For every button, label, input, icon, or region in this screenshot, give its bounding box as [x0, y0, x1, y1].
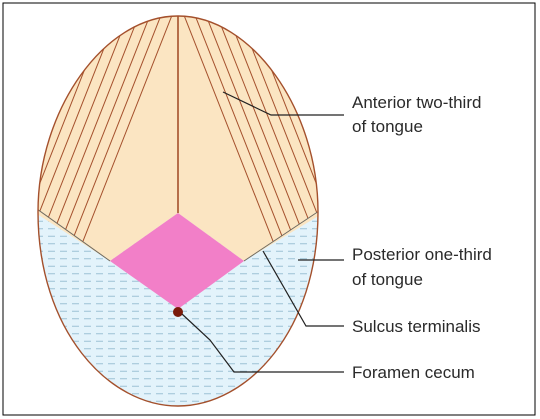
anterior-label-line1: Anterior two-third [352, 93, 481, 112]
sulcus-label: Sulcus terminalis [352, 317, 481, 336]
anterior-label-line2: of tongue [352, 117, 423, 136]
posterior-label-line2: of tongue [352, 270, 423, 289]
foramen-cecum-dot [173, 307, 183, 317]
hatch-line [0, 0, 2, 330]
posterior-label-line1: Posterior one-third [352, 245, 492, 264]
foramen-label: Foramen cecum [352, 363, 475, 382]
